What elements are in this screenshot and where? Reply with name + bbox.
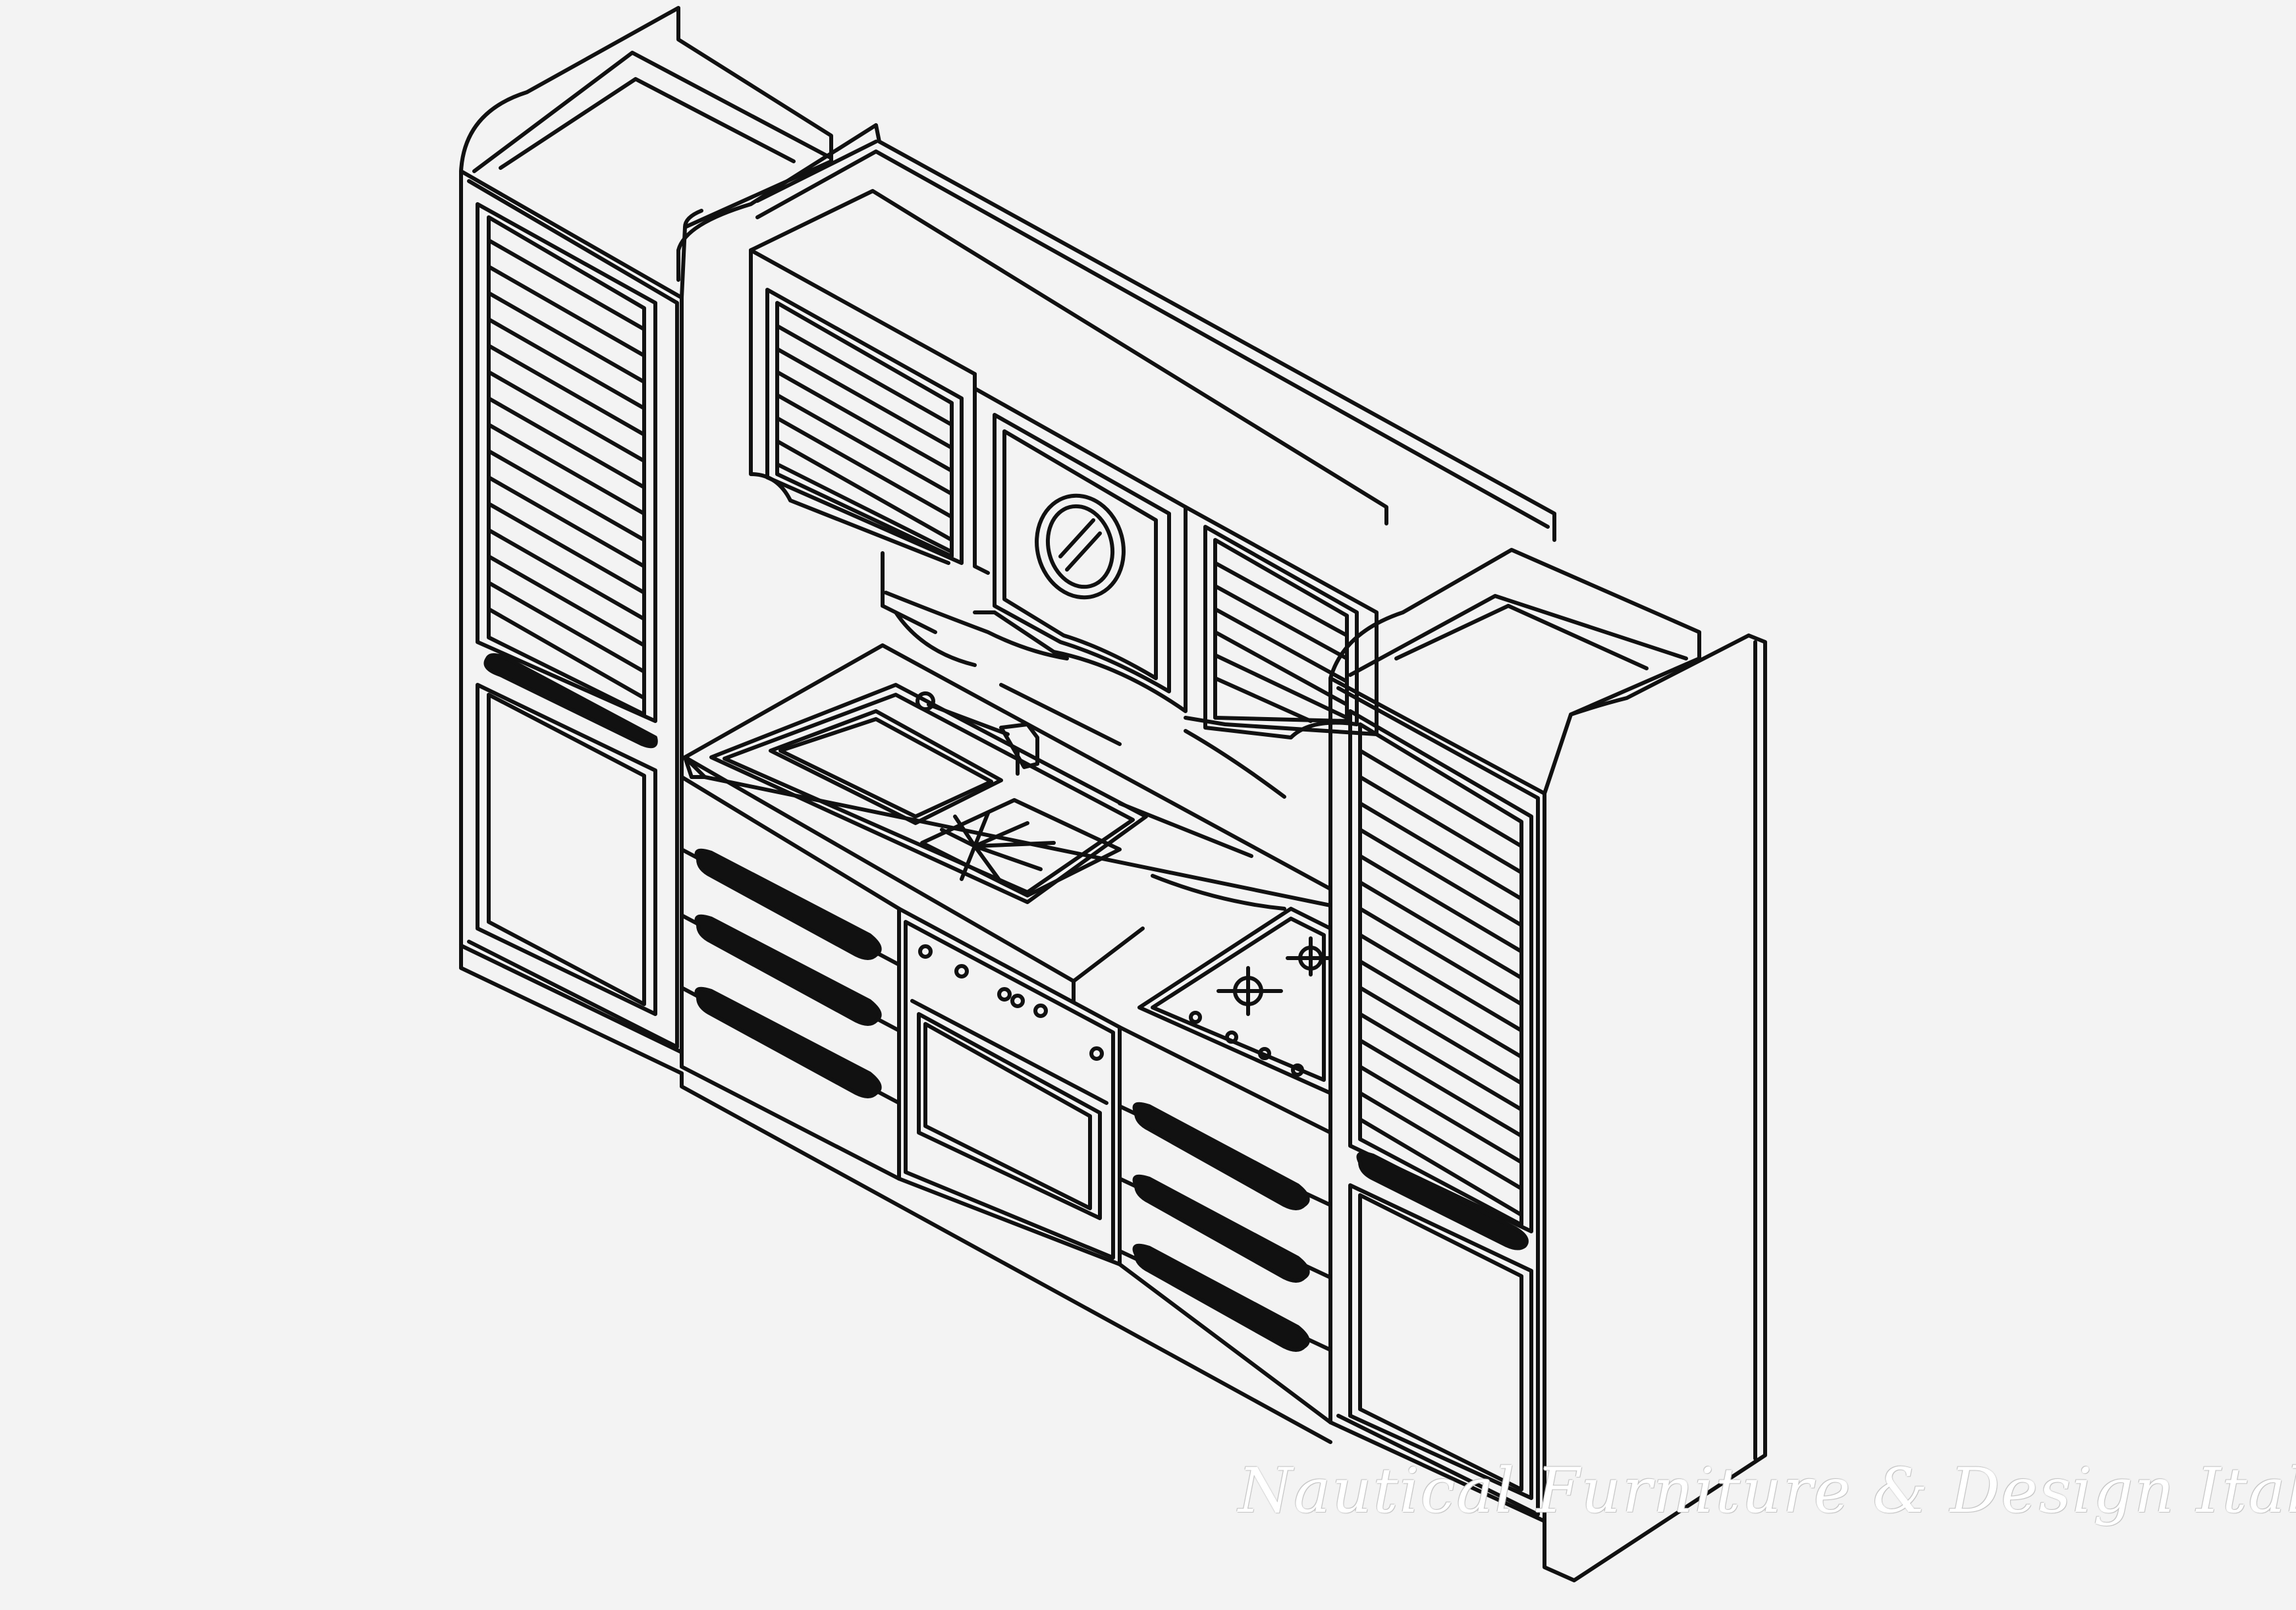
- base-drawers-left: [680, 775, 901, 1181]
- right-tall-cabinet: [1328, 548, 1767, 1582]
- upper-wall-cabinets: [676, 123, 1556, 911]
- watermark-text: Nautical Furniture & Design Italy: [1238, 1455, 2296, 1527]
- plinth: [680, 1071, 1332, 1444]
- countertop-sink: [683, 643, 1332, 1003]
- base-drawers-right: [1118, 907, 1332, 1424]
- left-tall-cabinet: [459, 6, 833, 1075]
- oven: [897, 907, 1122, 1266]
- brand-watermark: Nautical Furniture & Design Italy®: [1238, 1455, 2296, 1527]
